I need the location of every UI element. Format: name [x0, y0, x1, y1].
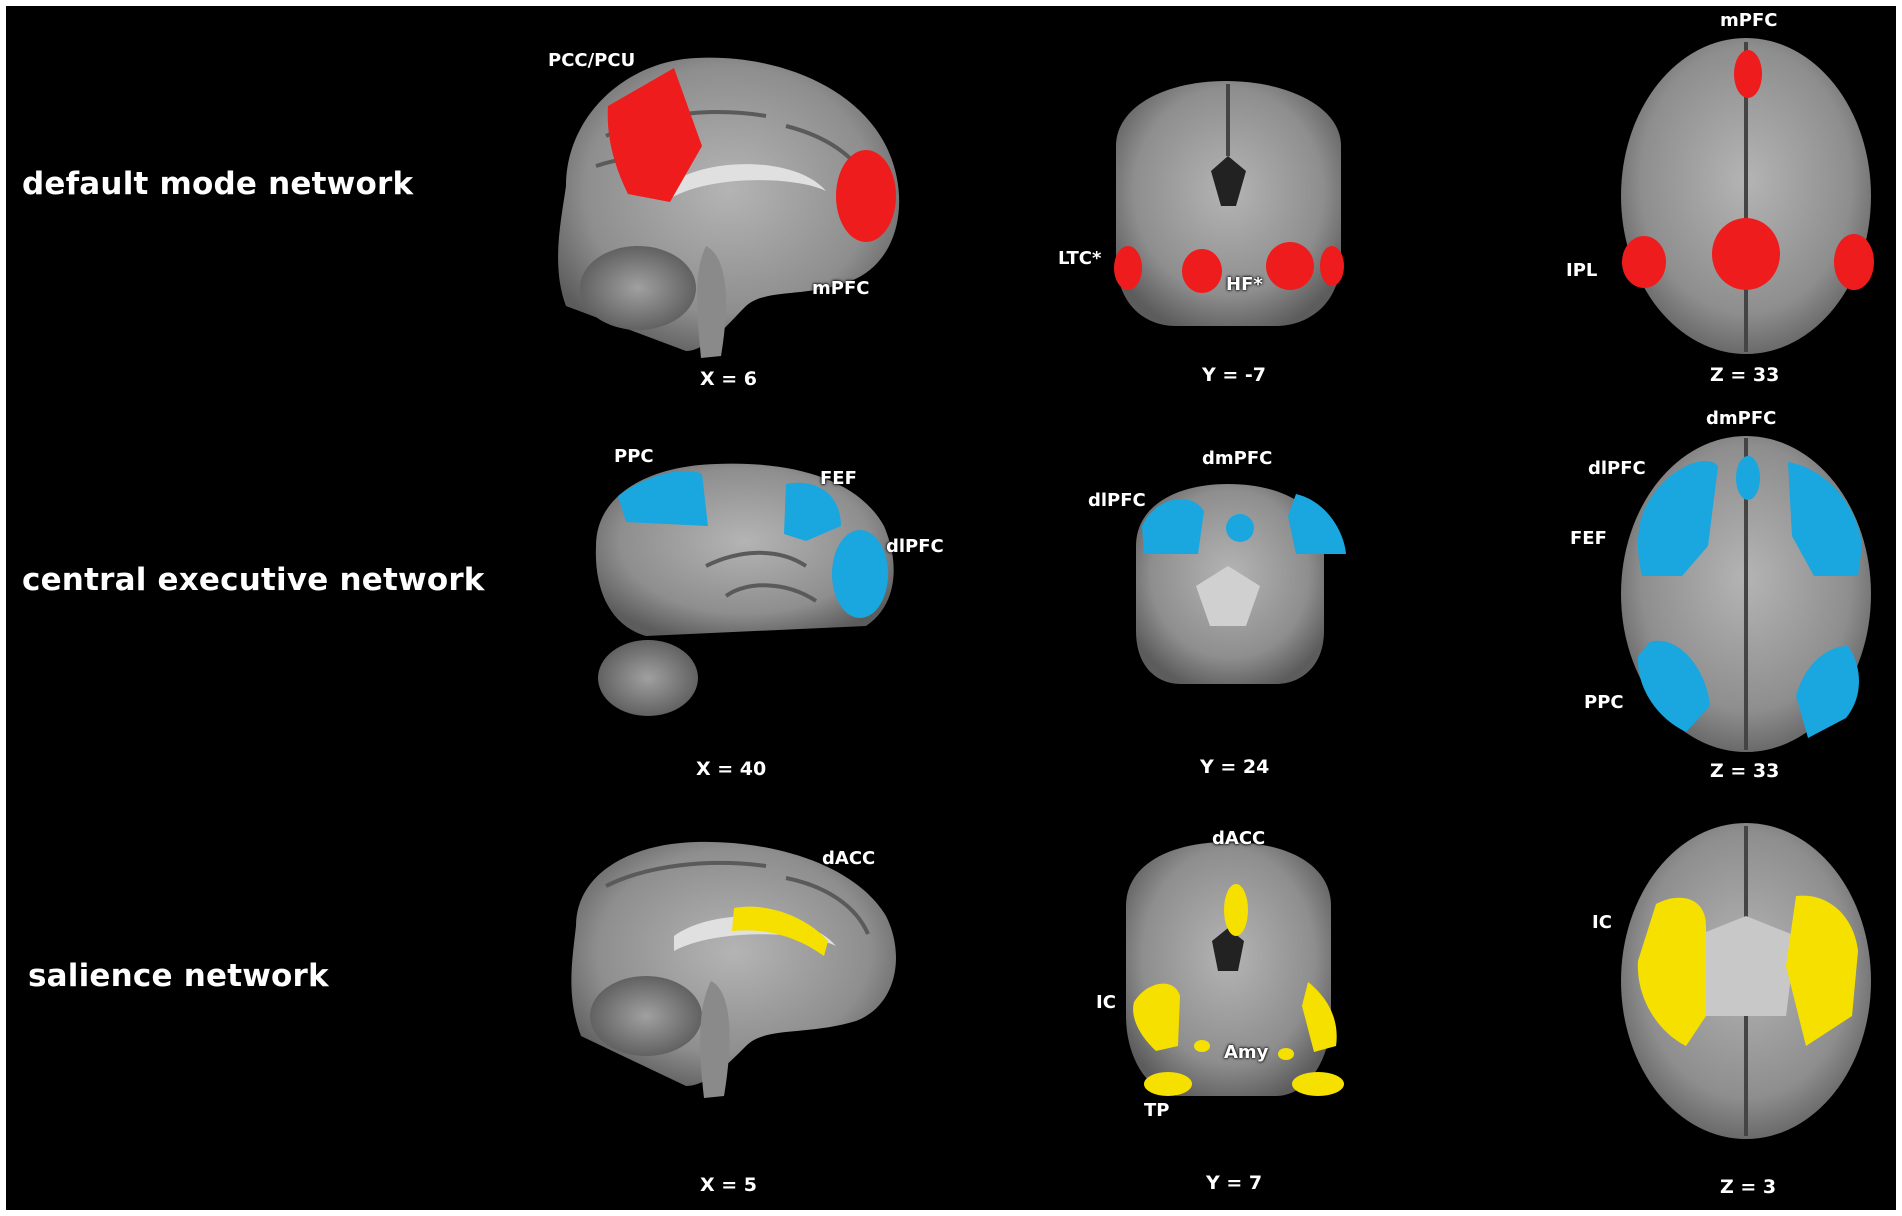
region-label: mPFC [812, 278, 870, 299]
brain-slices [558, 38, 1874, 1139]
cen-dlpfc-fef-left-region [1637, 460, 1718, 576]
network-label-salience: salience network [28, 958, 329, 994]
white-matter [1196, 566, 1260, 626]
region-label: HF* [1226, 274, 1263, 295]
sn-axial-slice [1621, 823, 1871, 1139]
cen-fef-region [784, 482, 841, 541]
region-label: FEF [820, 468, 857, 489]
sn-dacc-coronal-region [1224, 884, 1248, 936]
cen-dmpfc-axial-region [1736, 456, 1760, 500]
region-label: mPFC [1720, 10, 1778, 31]
network-label-central-executive: central executive network [22, 562, 485, 598]
sn-sagittal-slice [571, 841, 896, 1098]
slice-coordinate: Z = 3 [1720, 1176, 1777, 1198]
cen-ppc-region [618, 470, 708, 526]
corpus-callosum [666, 164, 826, 201]
brainstem [700, 981, 730, 1098]
cen-dlpfc-right-region [1288, 494, 1346, 554]
dmn-mpfc-axial-region [1734, 50, 1762, 98]
region-label: TP [1144, 1100, 1170, 1121]
sn-dacc-region [732, 906, 828, 956]
dmn-mpfc-region [836, 150, 896, 242]
region-label: FEF [1570, 528, 1607, 549]
dmn-hf-left-region [1182, 249, 1222, 293]
dmn-ltc-left-region [1114, 246, 1142, 290]
slice-coordinate: X = 5 [700, 1174, 758, 1196]
cerebellum [590, 976, 702, 1056]
region-label: PPC [1584, 692, 1624, 713]
slice-coordinate: Z = 33 [1710, 760, 1780, 782]
cen-ppc-left-region [1637, 640, 1710, 732]
dmn-pcc-axial-region [1712, 218, 1780, 290]
sn-tp-left-region [1144, 1072, 1192, 1096]
brainstem [697, 246, 726, 358]
dmn-sagittal-slice [558, 57, 900, 358]
figure-panel: default mode network central executive n… [6, 6, 1896, 1210]
region-label: dmPFC [1706, 408, 1777, 429]
dmn-hf-right-region [1266, 242, 1314, 290]
cen-ppc-right-region [1796, 646, 1859, 738]
region-label: Amy [1224, 1042, 1269, 1063]
sn-ic-left-region [1133, 983, 1180, 1051]
white-matter [1696, 916, 1796, 1016]
cerebellum [580, 246, 696, 330]
network-label-default-mode: default mode network [22, 166, 414, 202]
region-label: IPL [1566, 260, 1598, 281]
ventricle [1211, 156, 1246, 206]
cerebellum [598, 640, 698, 716]
sn-ic-left-region [1637, 897, 1706, 1046]
slice-coordinate: Z = 33 [1710, 364, 1780, 386]
region-label: LTC* [1058, 248, 1102, 269]
dmn-coronal-slice [1114, 81, 1344, 326]
region-label: dlPFC [1088, 490, 1146, 511]
region-label: dACC [1212, 828, 1266, 849]
region-label: dmPFC [1202, 448, 1273, 469]
ventricle [1212, 928, 1244, 971]
slice-coordinate: X = 6 [700, 368, 758, 390]
sulcus [605, 860, 870, 935]
slice-coordinate: Y = 7 [1206, 1172, 1263, 1194]
region-label: PCC/PCU [548, 50, 636, 71]
cen-axial-slice [1621, 436, 1871, 752]
sn-tp-right-region [1292, 1072, 1344, 1096]
cen-dmpfc-region [1226, 514, 1254, 542]
region-label: dACC [822, 848, 876, 869]
cen-dlpfc-region [832, 530, 888, 618]
sn-coronal-slice [1126, 842, 1344, 1096]
region-label: PPC [614, 446, 654, 467]
cen-sagittal-slice [595, 463, 894, 716]
slice-coordinate: Y = -7 [1202, 364, 1267, 386]
dmn-axial-slice [1621, 38, 1874, 354]
cen-coronal-slice [1136, 484, 1346, 684]
sn-amy-left-region [1194, 1040, 1210, 1052]
dmn-ltc-right-region [1320, 246, 1344, 286]
sulcus [705, 550, 818, 603]
cen-dlpfc-left-region [1142, 499, 1204, 554]
region-label: dlPFC [1588, 458, 1646, 479]
slice-coordinate: X = 40 [696, 758, 767, 780]
region-label: dlPFC [886, 536, 944, 557]
sn-ic-right-region [1786, 895, 1858, 1046]
dmn-ipl-left-region [1622, 236, 1666, 288]
slice-coordinate: Y = 24 [1200, 756, 1270, 778]
region-label: IC [1592, 912, 1612, 933]
sn-ic-right-region [1302, 982, 1337, 1052]
sn-amy-right-region [1278, 1048, 1294, 1060]
region-label: IC [1096, 992, 1116, 1013]
dmn-pcc-pcu-region [607, 68, 702, 202]
cen-dlpfc-fef-right-region [1788, 462, 1862, 576]
dmn-ipl-right-region [1834, 234, 1874, 290]
